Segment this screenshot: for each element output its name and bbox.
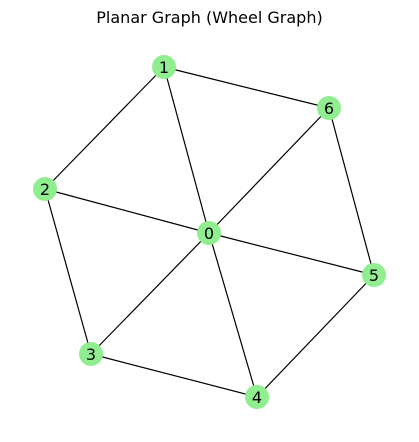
node-label: 6 — [324, 99, 334, 118]
edge-0-3 — [90, 232, 210, 355]
node-3: 3 — [79, 342, 103, 366]
node-6: 6 — [317, 96, 341, 120]
node-label: 5 — [369, 266, 379, 285]
node-5: 5 — [362, 263, 386, 287]
diagram-title: Planar Graph (Wheel Graph) — [96, 8, 323, 27]
edge-4-5 — [256, 274, 375, 398]
node-circle — [245, 385, 269, 409]
node-circle — [33, 177, 57, 201]
node-4: 4 — [245, 385, 269, 409]
edge-5-6 — [328, 107, 375, 276]
node-label: 4 — [252, 388, 262, 407]
edge-1-2 — [44, 66, 165, 190]
node-circle — [197, 221, 221, 245]
node-circle — [79, 342, 103, 366]
nodes-layer: 0 1 2 3 4 5 6 — [33, 55, 386, 409]
edge-3-4 — [90, 353, 258, 398]
edge-0-5 — [208, 232, 375, 276]
node-circle — [152, 55, 176, 79]
edge-2-3 — [44, 188, 92, 355]
edges-layer — [44, 66, 375, 398]
node-label: 2 — [40, 180, 50, 199]
edge-0-1 — [163, 66, 210, 234]
node-0: 0 — [197, 221, 221, 245]
edge-0-6 — [208, 107, 330, 234]
node-1: 1 — [152, 55, 176, 79]
node-label: 1 — [159, 58, 169, 77]
node-2: 2 — [33, 177, 57, 201]
node-circle — [362, 263, 386, 287]
node-circle — [317, 96, 341, 120]
edge-0-2 — [44, 188, 210, 234]
edge-0-4 — [208, 232, 258, 398]
edge-6-1 — [163, 66, 330, 109]
node-label: 0 — [204, 224, 214, 243]
node-label: 3 — [86, 345, 96, 364]
